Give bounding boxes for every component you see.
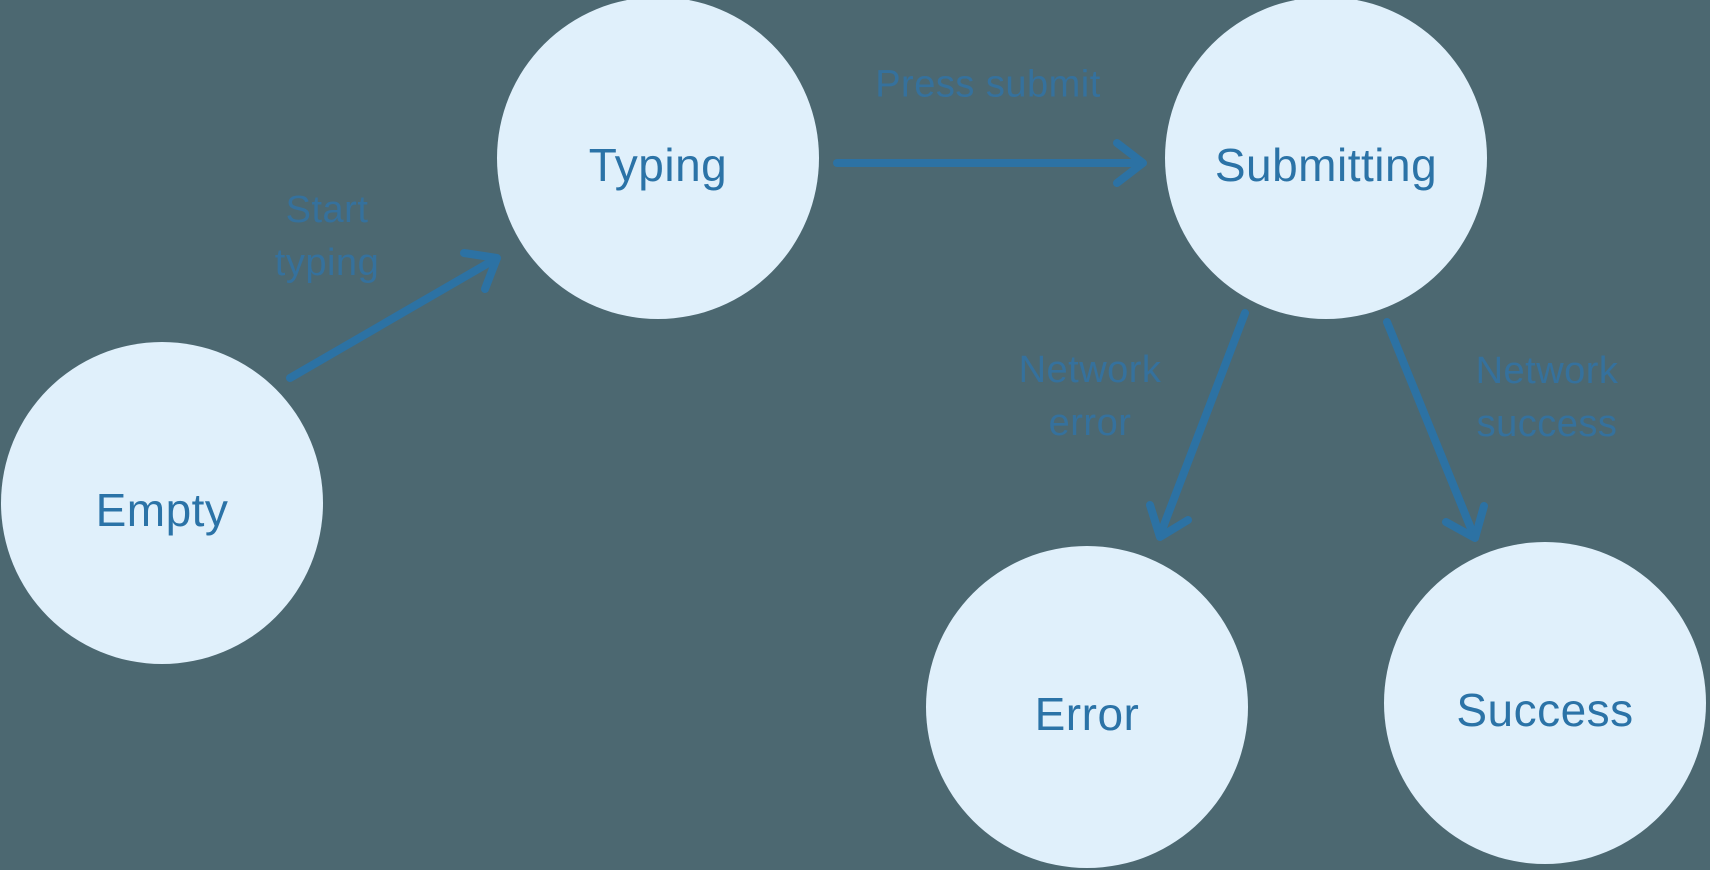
arrow-shaft [286, 257, 496, 382]
state-node-error: Error [926, 546, 1248, 868]
state-node-typing: Typing [497, 0, 819, 319]
state-node-label: Success [1456, 684, 1634, 736]
edge-label-start-typing: Start typing [274, 188, 380, 284]
arrowhead-icon [1113, 139, 1147, 187]
state-node-label: Submitting [1214, 139, 1438, 191]
arrow-shaft [1383, 318, 1476, 535]
state-node-label: Error [1034, 688, 1140, 740]
edge-label-network-error: Network error [1018, 348, 1162, 444]
edge-arrow-submitting-success [1383, 318, 1488, 542]
state-node-label: Typing [588, 139, 728, 191]
arrowhead-icon [1442, 502, 1488, 542]
state-node-submitting: Submitting [1165, 0, 1487, 319]
edge-arrow-empty-typing [286, 249, 501, 382]
edge-arrow-typing-submitting [833, 139, 1147, 187]
arrowhead-icon [1146, 501, 1192, 541]
state-node-success: Success [1384, 542, 1706, 864]
state-node-empty: Empty [1, 342, 323, 664]
arrow-shaft [1158, 309, 1249, 534]
state-node-label: Empty [95, 484, 229, 536]
arrowhead-icon [460, 249, 501, 293]
edge-label-network-success: Network success [1475, 349, 1619, 445]
edge-label-press-submit: Press submit [875, 63, 1101, 106]
edge-arrow-submitting-error [1146, 309, 1249, 541]
